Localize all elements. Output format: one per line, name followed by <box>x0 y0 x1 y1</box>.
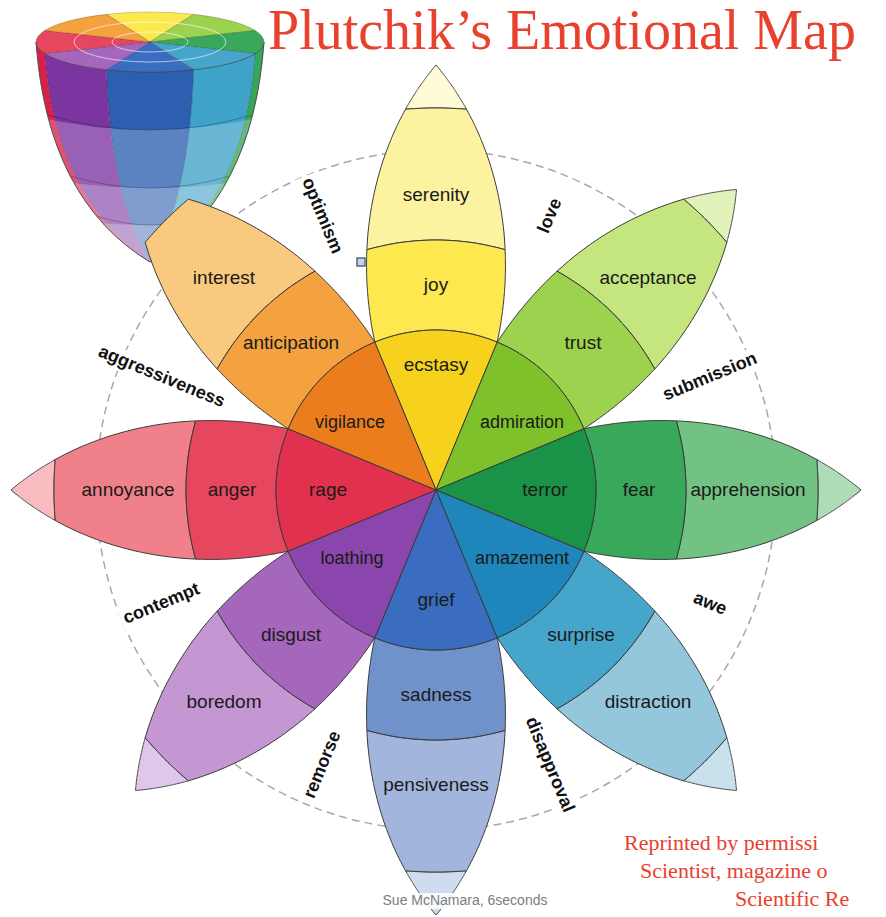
emotion-label: terror <box>522 479 567 501</box>
segment-shape <box>364 728 508 874</box>
emotion-segment: joy <box>364 238 508 345</box>
dyad-label: remorse <box>298 725 347 804</box>
dyad-label: submission <box>657 346 763 407</box>
reprint-note: Scientific Re <box>735 886 849 912</box>
emotion-label: rage <box>309 479 347 501</box>
emotion-label: fear <box>623 479 656 501</box>
emotion-label: sadness <box>401 684 472 706</box>
emotion-label: vigilance <box>315 412 385 433</box>
segment-outline <box>288 342 436 490</box>
segment-outline <box>584 421 686 560</box>
emotion-label: interest <box>193 267 255 289</box>
emotion-segment: pensiveness <box>364 728 508 874</box>
emotion-segment: apprehension <box>674 418 820 562</box>
dyad-label: optimism <box>296 172 349 260</box>
segment-outline <box>367 730 505 872</box>
reprint-note: Scientist, magazine o <box>640 858 828 884</box>
dyad-label: contempt <box>117 577 206 630</box>
emotion-segment: anger <box>184 418 291 562</box>
map-title: Plutchik’s Emotional Map <box>268 0 856 62</box>
emotion-label: grief <box>418 589 455 611</box>
emotion-segment: fear <box>581 418 688 562</box>
emotion-label: acceptance <box>599 267 696 289</box>
emotion-label: distraction <box>605 691 692 713</box>
reprint-note: Reprinted by permissi <box>624 830 818 856</box>
petal-tip <box>406 65 467 109</box>
emotion-label: disgust <box>261 624 321 646</box>
dashed-ring <box>96 150 776 830</box>
emotion-label: joy <box>424 274 448 296</box>
petal-tip <box>817 460 861 521</box>
segment-shape <box>364 106 508 252</box>
segment-outline <box>367 240 506 342</box>
emotion-label: loathing <box>320 548 383 569</box>
dyad-label: love <box>532 192 568 239</box>
dyad-label: awe <box>688 586 733 621</box>
emotion-label: amazement <box>475 548 569 569</box>
emotion-label: pensiveness <box>383 774 489 796</box>
emotion-segment: vigilance <box>286 340 438 492</box>
segment-outline <box>557 199 727 369</box>
emotion-segment: serenity <box>364 106 508 252</box>
emotion-label: admiration <box>480 412 564 433</box>
cone-ring <box>74 22 226 62</box>
petal-tip <box>11 460 55 521</box>
emotion-label: annoyance <box>82 479 175 501</box>
emotion-label: ecstasy <box>404 354 468 376</box>
segment-outline <box>676 421 818 559</box>
emotion-label: boredom <box>187 691 262 713</box>
segment-outline <box>367 638 506 740</box>
emotion-label: surprise <box>547 624 615 646</box>
emotion-label: trust <box>565 332 602 354</box>
cone-top-sector <box>45 14 150 42</box>
segment-outline <box>54 421 196 559</box>
cone-band-line <box>47 115 252 130</box>
emotion-label: serenity <box>403 184 470 206</box>
segment-outline <box>367 108 505 250</box>
credit-note: Sue McNamara, 6seconds <box>381 893 550 908</box>
emotion-segment: annoyance <box>52 418 198 562</box>
dyad-label: disapproval <box>519 711 580 818</box>
emotion-label: apprehension <box>690 479 805 501</box>
cone-ring <box>112 32 188 52</box>
cone-band-line <box>70 176 230 188</box>
emotion-label: anger <box>208 479 257 501</box>
emotion-segment: sadness <box>364 635 508 742</box>
segment-outline <box>186 421 288 560</box>
emotion-label: anticipation <box>243 332 339 354</box>
small-marker <box>357 258 365 266</box>
